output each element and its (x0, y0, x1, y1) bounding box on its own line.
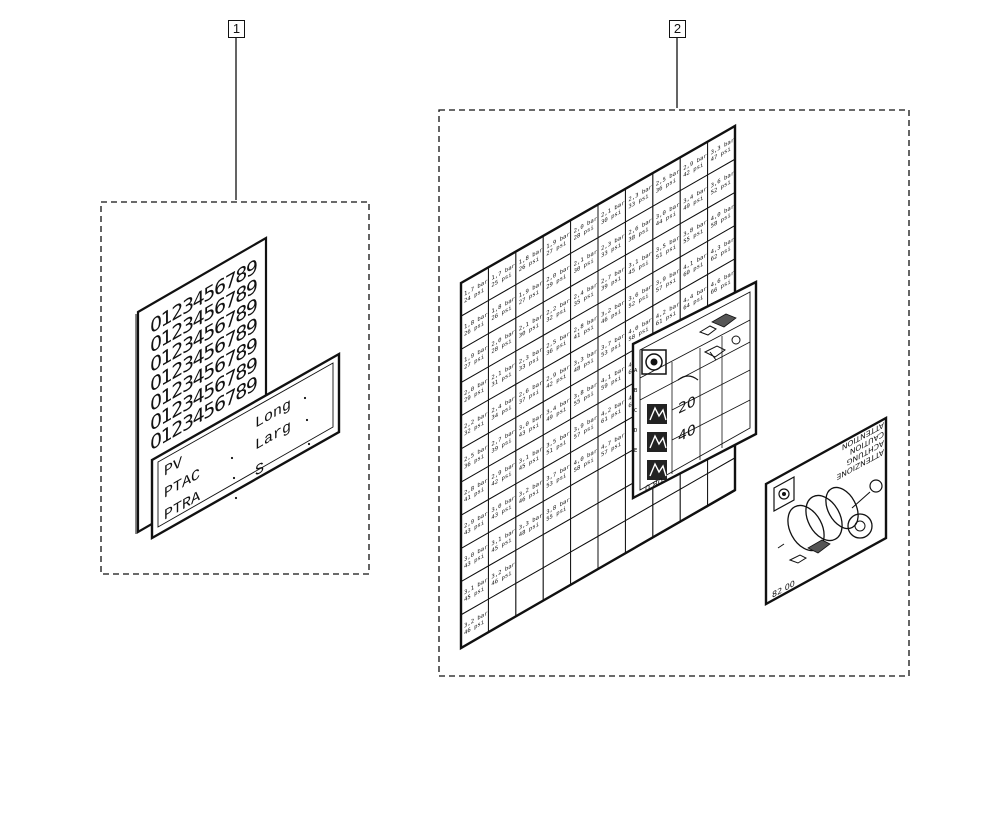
tyre-icon (641, 349, 667, 375)
svg-text:B: B (634, 388, 638, 394)
separator-dot (230, 456, 234, 460)
tyre-inflation-illustration (777, 479, 883, 564)
plate-value: S (255, 459, 264, 481)
separator-dot (232, 476, 236, 480)
callout-1: 1 (228, 20, 245, 38)
caution-icon (773, 475, 795, 513)
separator-dot (303, 396, 307, 400)
svg-text:E: E (634, 448, 638, 454)
vehicle-icons (647, 404, 667, 480)
row-markers: A B C D E (634, 368, 638, 454)
separator-dot (307, 442, 311, 446)
chart-cell (707, 457, 736, 508)
separator-dot (234, 496, 238, 500)
separator-dot (305, 418, 309, 422)
svg-text:C: C (634, 408, 637, 414)
svg-text:D: D (634, 428, 638, 434)
group-box-2 (438, 109, 910, 677)
svg-text:A: A (634, 368, 638, 374)
callout-2: 2 (669, 20, 686, 38)
car-load-icon (677, 313, 741, 381)
group-box-1 (100, 201, 370, 575)
